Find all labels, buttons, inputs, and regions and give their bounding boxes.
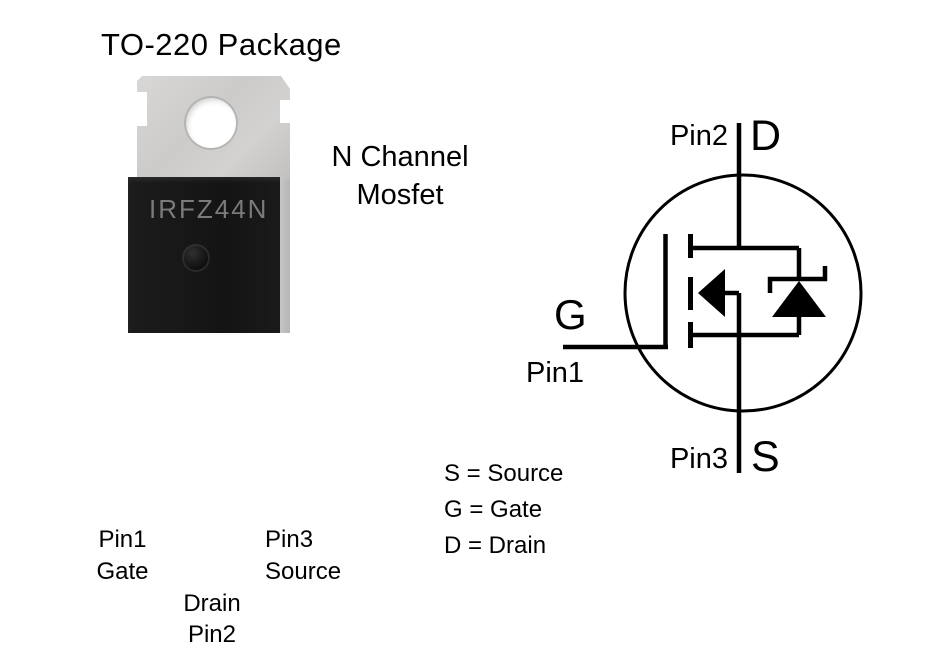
- pin2-label: Drain Pin2: [172, 588, 252, 650]
- pin1-label: Pin1 Gate: [85, 524, 160, 588]
- device-type-line2: Mosfet: [356, 179, 444, 211]
- schematic-drain-letter: D: [750, 112, 782, 160]
- schematic-gate-letter: G: [554, 291, 587, 338]
- legend-source: S = Source: [444, 460, 564, 487]
- package-metal-tab: [137, 76, 290, 177]
- device-type-label: N Channel Mosfet: [315, 138, 485, 214]
- diode-cathode: [767, 266, 828, 293]
- diode-anode-icon: [772, 281, 826, 317]
- gate-wire: [563, 234, 668, 350]
- pin2-number: Pin2: [187, 621, 237, 648]
- part-number-marking: IRFZ44N: [149, 194, 269, 224]
- schematic-pin2-label: Pin2: [669, 120, 728, 152]
- pin3-name: Source: [265, 558, 342, 585]
- schematic-source-letter: S: [751, 433, 780, 481]
- schematic-pin1-label: Pin1: [526, 357, 585, 389]
- legend: S = Source G = Gate D = Drain: [444, 456, 563, 564]
- pin2-name: Drain: [183, 590, 241, 617]
- schematic-pin3-label: Pin3: [669, 443, 728, 475]
- pin3-number: Pin3: [265, 526, 314, 553]
- drain-wire: [688, 123, 802, 280]
- pin3-label: Pin3 Source: [265, 524, 375, 588]
- legend-gate: G = Gate: [444, 496, 543, 523]
- mounting-hole: [184, 96, 238, 150]
- pin1-name: Gate: [96, 558, 149, 585]
- pin1-number: Pin1: [98, 526, 147, 553]
- substrate-arrow-icon: [698, 269, 725, 317]
- package-dimple: [182, 244, 210, 272]
- figure-title: TO-220 Package: [101, 27, 342, 62]
- source-wire: [688, 290, 802, 473]
- symbol-circle: [623, 173, 863, 413]
- legend-drain: D = Drain: [444, 532, 547, 559]
- device-type-line1: N Channel: [331, 141, 469, 173]
- package-body: IRFZ44N: [128, 177, 290, 333]
